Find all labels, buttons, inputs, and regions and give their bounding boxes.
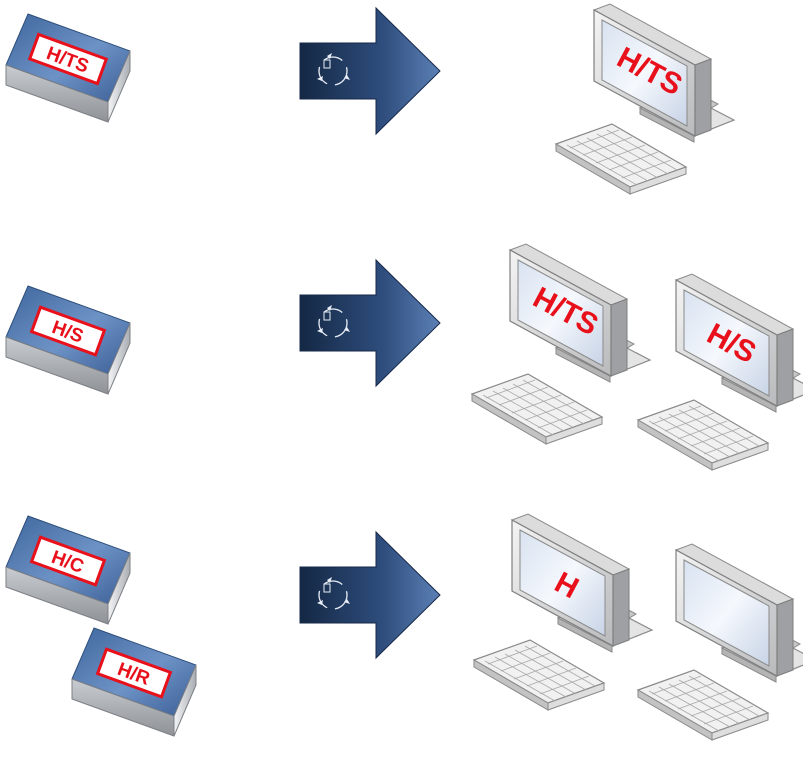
computer-1: H/TS xyxy=(471,243,651,445)
recycle-icon xyxy=(317,305,350,338)
device-h-ts: H/TS xyxy=(5,13,131,123)
right-arrow-icon xyxy=(299,531,441,659)
computer-2: H/S xyxy=(637,273,803,471)
recycle-icon xyxy=(317,577,350,610)
computer-1: H xyxy=(473,513,653,711)
row-2: H/S H/TS H/S xyxy=(5,243,803,471)
right-arrow-icon xyxy=(299,259,441,387)
computer-2 xyxy=(637,543,803,741)
right-arrow-icon xyxy=(299,7,441,135)
row-3: H/C H/R H xyxy=(5,513,803,741)
computer-1: H/TS xyxy=(555,3,735,195)
device-h-c: H/C xyxy=(5,515,131,625)
device-h-r: H/R xyxy=(71,627,197,737)
row-1: H/TS H/TS xyxy=(5,3,735,195)
recycle-icon xyxy=(317,53,350,86)
device-h-s: H/S xyxy=(5,285,131,395)
